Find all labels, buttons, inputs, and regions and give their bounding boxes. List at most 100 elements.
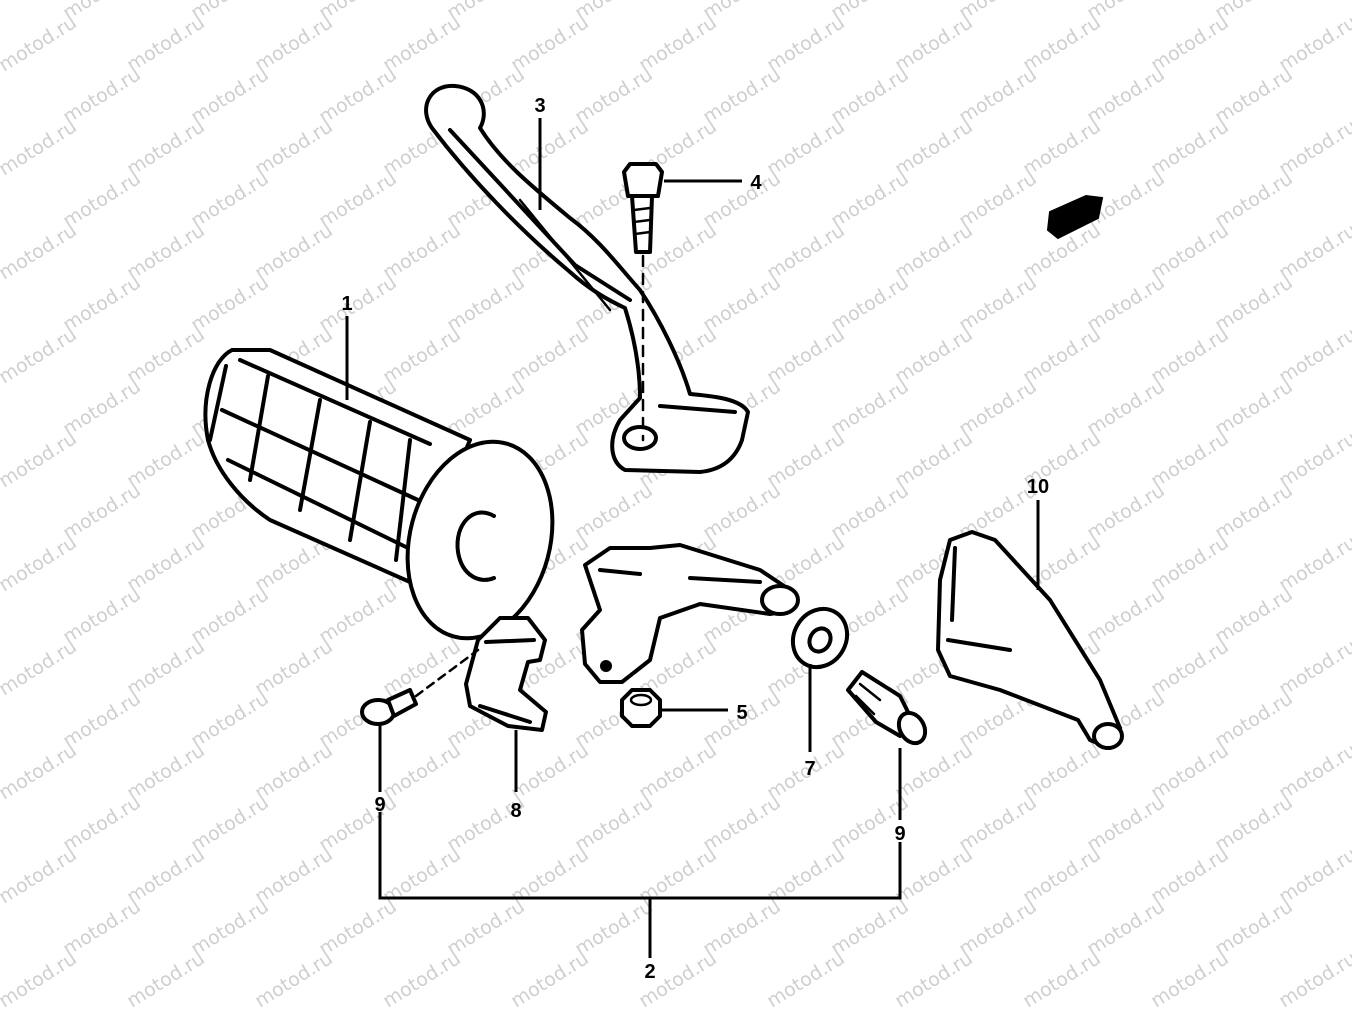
watermark-text: motod.ru: [1211, 271, 1297, 336]
watermark-text: motod.ru: [1211, 895, 1297, 960]
watermark-text: motod.ru: [315, 271, 401, 336]
watermark-text: motod.ru: [1211, 375, 1297, 440]
watermark-text: motod.ru: [0, 531, 81, 596]
watermark-text: motod.ru: [827, 167, 913, 232]
watermark-text: motod.ru: [1083, 479, 1169, 544]
watermark-text: motod.ru: [251, 219, 337, 284]
watermark-text: motod.ru: [123, 219, 209, 284]
watermark-text: motod.ru: [571, 791, 657, 856]
cover-part-10[interactable]: [936, 530, 1124, 750]
watermark-text: motod.ru: [123, 739, 209, 804]
watermark-text: motod.ru: [443, 271, 529, 336]
watermark-text: motod.ru: [443, 895, 529, 960]
watermark-text: motod.ru: [891, 323, 977, 388]
watermark-text: motod.ru: [123, 115, 209, 180]
watermark-text: motod.ru: [187, 687, 273, 752]
bolt-part-4[interactable]: [622, 162, 664, 254]
watermark-text: motod.ru: [699, 63, 785, 128]
watermark-text: motod.ru: [891, 219, 977, 284]
watermark-text: motod.ru: [0, 635, 81, 700]
callout-2: 2: [644, 961, 655, 983]
watermark-text: motod.ru: [59, 583, 145, 648]
watermark-text: motod.ru: [187, 791, 273, 856]
watermark-text: motod.ru: [827, 63, 913, 128]
watermark-text: motod.ru: [699, 479, 785, 544]
screw-part-9-right[interactable]: [846, 670, 930, 748]
watermark-text: motod.ru: [379, 219, 465, 284]
nut-part-5[interactable]: [620, 688, 662, 728]
watermark-text: motod.ru: [763, 427, 849, 492]
watermark-text: motod.ru: [1019, 739, 1105, 804]
watermark-text: motod.ru: [1211, 63, 1297, 128]
watermark-text: motod.ru: [891, 739, 977, 804]
watermark-text: motod.ru: [1211, 479, 1297, 544]
watermark-text: motod.ru: [1083, 583, 1169, 648]
watermark-text: motod.ru: [507, 739, 593, 804]
watermark-text: motod.ru: [1147, 427, 1233, 492]
watermark-text: motod.ru: [699, 791, 785, 856]
screw-part-9-left[interactable]: [360, 688, 418, 726]
housing-part-6[interactable]: [580, 543, 800, 684]
watermark-text: motod.ru: [251, 115, 337, 180]
watermark-text: motod.ru: [763, 11, 849, 76]
watermark-text: motod.ru: [315, 167, 401, 232]
watermark-text: motod.ru: [955, 63, 1041, 128]
watermark-text: motod.ru: [1147, 635, 1233, 700]
watermark-text: motod.ru: [635, 11, 721, 76]
callout-leaders: [345, 118, 1040, 958]
watermark-text: motod.ru: [187, 271, 273, 336]
watermark-text: motod.ru: [1211, 687, 1297, 752]
watermark-text: motod.ru: [59, 271, 145, 336]
watermark-text: motod.ru: [379, 323, 465, 388]
watermark-text: motod.ru: [315, 791, 401, 856]
watermark-text: motod.ru: [379, 11, 465, 76]
watermark-text: motod.ru: [187, 895, 273, 960]
clamp-part-8[interactable]: [464, 616, 548, 732]
watermark-text: motod.ru: [59, 791, 145, 856]
watermark-text: motod.ru: [1083, 271, 1169, 336]
watermark-text: motod.ru: [1083, 63, 1169, 128]
watermark-text: motod.ru: [1147, 947, 1233, 1012]
lever-part-3[interactable]: [424, 83, 750, 474]
callout-9-left: 9: [374, 794, 385, 816]
watermark-text: motod.ru: [699, 271, 785, 336]
watermark-text: motod.ru: [0, 323, 81, 388]
watermark-text: motod.ru: [1147, 219, 1233, 284]
watermark-text: motod.ru: [891, 11, 977, 76]
watermark-text: motod.ru: [571, 895, 657, 960]
watermark-text: motod.ru: [1147, 323, 1233, 388]
watermark-text: motod.ru: [315, 583, 401, 648]
watermark-text: motod.ru: [59, 63, 145, 128]
watermark-text: motod.ru: [187, 583, 273, 648]
watermark-text: motod.ru: [1083, 791, 1169, 856]
watermark-text: motod.ru: [827, 479, 913, 544]
watermark-text: motod.ru: [507, 947, 593, 1012]
watermark-text: motod.ru: [1211, 583, 1297, 648]
callout-5: 5: [736, 702, 747, 724]
watermark-text: motod.ru: [0, 427, 81, 492]
watermark-text: motod.ru: [251, 947, 337, 1012]
grip-part-1[interactable]: [203, 348, 573, 655]
callout-9-right: 9: [894, 823, 905, 845]
watermark-text: motod.ru: [507, 323, 593, 388]
watermark-text: motod.ru: [1211, 791, 1297, 856]
watermark-text: motod.ru: [59, 167, 145, 232]
watermark-text: motod.ru: [1019, 11, 1105, 76]
watermark-text: motod.ru: [0, 11, 81, 76]
washer-part-7[interactable]: [782, 599, 857, 677]
watermark-text: motod.ru: [0, 115, 81, 180]
watermark-text: motod.ru: [1211, 167, 1297, 232]
watermark-text: motod.ru: [763, 219, 849, 284]
watermark-text: motod.ru: [251, 843, 337, 908]
watermark-text: motod.ru: [0, 739, 81, 804]
watermark-text: motod.ru: [59, 687, 145, 752]
watermark-text: motod.ru: [827, 895, 913, 960]
watermark-text: motod.ru: [635, 739, 721, 804]
small-clip-part[interactable]: [1046, 194, 1104, 240]
watermark-text: motod.ru: [1019, 843, 1105, 908]
watermark-text: motod.ru: [699, 895, 785, 960]
callout-10: 10: [1027, 476, 1049, 498]
watermark-text: motod.ru: [763, 115, 849, 180]
watermark-text: motod.ru: [251, 635, 337, 700]
